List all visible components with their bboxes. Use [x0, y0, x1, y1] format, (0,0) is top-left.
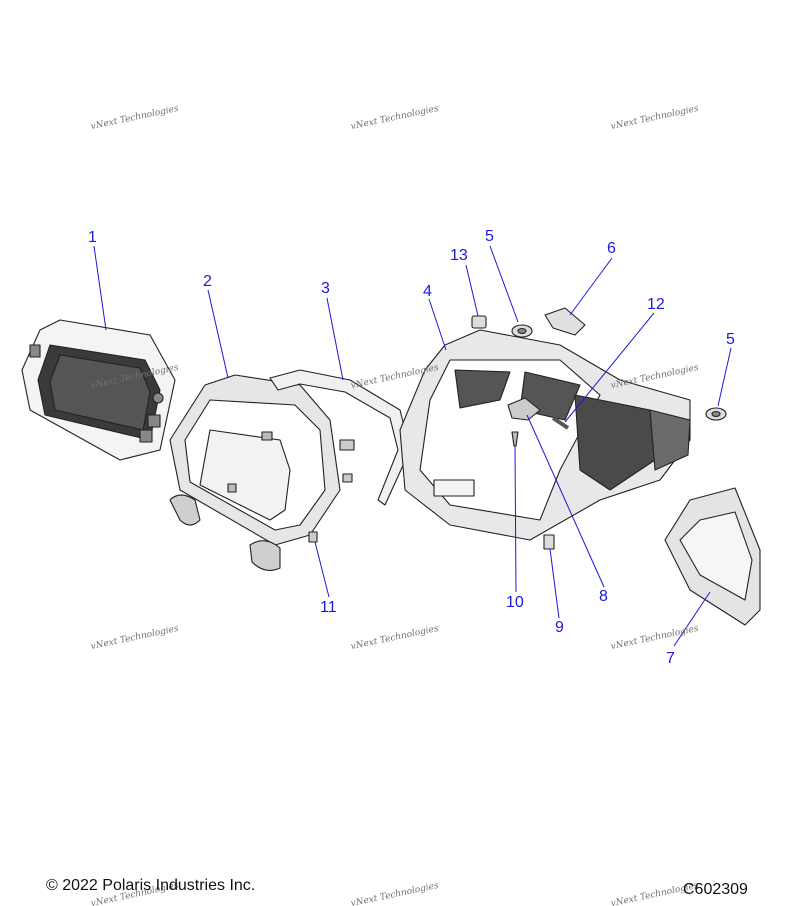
callout-5-side[interactable]: 5 — [726, 331, 735, 348]
part-8-switch — [507, 397, 541, 421]
part-7-panel — [664, 487, 761, 626]
part-10-screw — [511, 431, 519, 447]
leader-lines — [93, 245, 732, 647]
part-3-bracket — [269, 369, 411, 506]
callout-8[interactable]: 8 — [599, 588, 608, 605]
part-6-clip — [544, 307, 586, 336]
figure-code: C602309 — [683, 881, 748, 898]
part-2-bezel — [169, 374, 341, 571]
callout-11[interactable]: 11 — [320, 599, 337, 616]
part-12-spring — [551, 416, 570, 430]
callout-5-top[interactable]: 5 — [485, 228, 494, 245]
callout-10[interactable]: 10 — [506, 594, 524, 611]
part-11-screw — [308, 531, 318, 543]
part-13-plug — [471, 315, 487, 329]
callout-7[interactable]: 7 — [666, 650, 675, 667]
callout-9[interactable]: 9 — [555, 619, 564, 636]
callout-13[interactable]: 13 — [450, 247, 468, 264]
callout-3[interactable]: 3 — [321, 280, 330, 297]
part-4-dash-housing — [399, 329, 691, 541]
callout-6[interactable]: 6 — [607, 240, 616, 257]
part-1-display-cluster — [21, 319, 176, 461]
callout-12[interactable]: 12 — [647, 296, 665, 313]
callout-1[interactable]: 1 — [88, 229, 97, 246]
callout-4[interactable]: 4 — [423, 283, 432, 300]
part-9-pin — [543, 534, 555, 550]
copyright-text: © 2022 Polaris Industries Inc. — [46, 877, 256, 894]
callout-2[interactable]: 2 — [203, 273, 212, 290]
